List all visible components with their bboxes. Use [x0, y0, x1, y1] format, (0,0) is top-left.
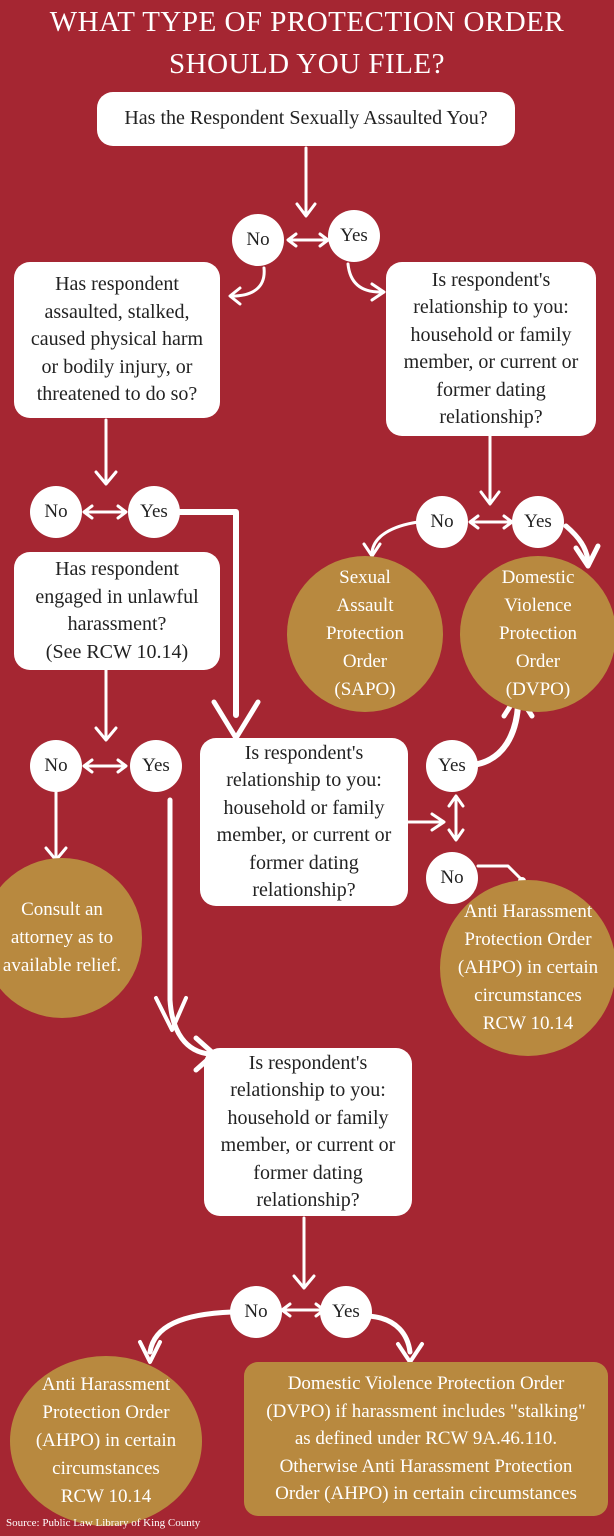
question-relationship-line: relationship to you: [226, 769, 382, 791]
outcome-sapo-line: Assault [336, 595, 394, 616]
outcome-dvpo-stalking-line: as defined under RCW 9A.46.110. [294, 1428, 558, 1450]
outcome-ahpo-line: Protection Order [464, 929, 592, 950]
question-assaulted: Has respondent assaulted, stalked, cause… [14, 262, 220, 418]
outcome-ahpo-line: (AHPO) in certain [35, 1430, 177, 1451]
outcome-consult-line: available relief. [2, 955, 122, 976]
yes-node-5: Yes [426, 740, 478, 792]
question-assaulted-line: threatened to do so? [36, 383, 198, 406]
title-line-1: WHAT TYPE OF PROTECTION ORDER [49, 6, 565, 38]
outcome-ahpo-2: Anti Harassment Protection Order (AHPO) … [10, 1356, 202, 1526]
title-line-2: SHOULD YOU FILE? [169, 48, 445, 80]
question-relationship-line: former dating [253, 1161, 363, 1184]
outcome-consult-line: attorney as to [10, 927, 114, 948]
outcome-dvpo-stalking: Domestic Violence Protection Order (DVPO… [244, 1362, 608, 1516]
yes-node-3: Yes [512, 496, 564, 548]
outcome-ahpo-line: Anti Harassment [463, 901, 593, 922]
outcome-sapo-line: Sexual [339, 567, 391, 588]
question-harassment-line: Has respondent [55, 558, 179, 580]
question-relationship-line: household or family [410, 323, 572, 346]
outcome-ahpo-line: RCW 10.14 [482, 1013, 574, 1034]
question-harassment-line: harassment? [67, 613, 167, 635]
question-relationship-line: household or family [227, 1106, 389, 1129]
outcome-ahpo-line: (AHPO) in certain [457, 957, 599, 978]
outcome-ahpo-line: circumstances [52, 1458, 160, 1479]
outcome-sapo-line: (SAPO) [334, 679, 396, 700]
no-node-3: No [416, 496, 468, 548]
outcome-consult-attorney: Consult an attorney as to available reli… [0, 858, 142, 1018]
yes-node-6: Yes [320, 1286, 372, 1338]
question-sexual-assault: Has the Respondent Sexually Assaulted Yo… [97, 92, 515, 146]
question-assaulted-line: Has respondent [55, 273, 179, 296]
no-node-2: No [30, 486, 82, 538]
question-relationship-line: member, or current or [216, 824, 392, 846]
question-relationship-line: former dating [249, 851, 359, 874]
question-relationship-2: Is respondent's relationship to you: hou… [200, 738, 408, 906]
question-harassment-line: (See RCW 10.14) [45, 640, 189, 663]
question-relationship-1: Is respondent's relationship to you: hou… [386, 262, 596, 436]
outcome-consult-line: Consult an [21, 899, 103, 920]
question-assaulted-line: assaulted, stalked, [44, 300, 190, 323]
source-credit: Source: Public Law Library of King Count… [6, 1517, 201, 1529]
question-relationship-line: relationship to you: [413, 296, 569, 318]
outcome-dvpo-line: Violence [504, 595, 572, 616]
question-relationship-line: relationship? [439, 406, 543, 428]
question-relationship-line: relationship? [256, 1189, 360, 1211]
outcome-dvpo-stalking-line: Domestic Violence Protection Order [287, 1373, 565, 1395]
outcome-ahpo-line: Protection Order [42, 1402, 170, 1423]
no-node-4: No [30, 740, 82, 792]
no-node-6: No [230, 1286, 282, 1338]
question-relationship-line: member, or current or [220, 1134, 396, 1156]
question-relationship-line: household or family [223, 796, 385, 819]
outcome-ahpo-1: Anti Harassment Protection Order (AHPO) … [440, 880, 614, 1056]
question-assaulted-line: caused physical harm [30, 328, 204, 351]
question-relationship-line: member, or current or [403, 351, 579, 373]
yes-node-2: Yes [128, 486, 180, 538]
outcome-dvpo: Domestic Violence Protection Order (DVPO… [460, 556, 614, 712]
outcome-dvpo-line: Order [515, 651, 561, 672]
question-assaulted-line: or bodily injury, or [41, 355, 193, 378]
no-node-5: No [426, 852, 478, 904]
outcome-sapo-line: Protection [325, 623, 405, 644]
no-node-1: No [232, 214, 284, 266]
question-sexual-assault-text: Has the Respondent Sexually Assaulted Yo… [124, 107, 488, 130]
outcome-ahpo-line: RCW 10.14 [60, 1486, 152, 1507]
question-relationship-line: relationship? [252, 879, 356, 901]
question-relationship-line: relationship to you: [230, 1079, 386, 1101]
yes-node-1: Yes [328, 210, 380, 262]
outcome-ahpo-line: circumstances [474, 985, 582, 1006]
question-relationship-line: Is respondent's [244, 741, 364, 764]
outcome-dvpo-stalking-line: Otherwise Anti Harassment Protection [279, 1455, 573, 1477]
question-harassment-line: engaged in unlawful [35, 585, 199, 608]
outcome-sapo-line: Order [342, 651, 388, 672]
outcome-sapo: Sexual Assault Protection Order (SAPO) [287, 556, 443, 712]
question-relationship-3: Is respondent's relationship to you: hou… [204, 1048, 412, 1216]
question-relationship-line: former dating [436, 378, 546, 401]
outcome-dvpo-stalking-line: (DVPO) if harassment includes "stalking" [266, 1400, 586, 1422]
yes-node-4: Yes [130, 740, 182, 792]
question-relationship-line: Is respondent's [431, 268, 551, 291]
question-harassment: Has respondent engaged in unlawful haras… [14, 552, 220, 670]
outcome-dvpo-line: Protection [498, 623, 578, 644]
outcome-ahpo-line: Anti Harassment [41, 1374, 171, 1395]
question-relationship-line: Is respondent's [248, 1051, 368, 1074]
outcome-dvpo-line: (DVPO) [505, 679, 571, 700]
outcome-dvpo-line: Domestic [501, 567, 575, 588]
outcome-dvpo-stalking-line: Order (AHPO) in certain circumstances [275, 1483, 577, 1505]
